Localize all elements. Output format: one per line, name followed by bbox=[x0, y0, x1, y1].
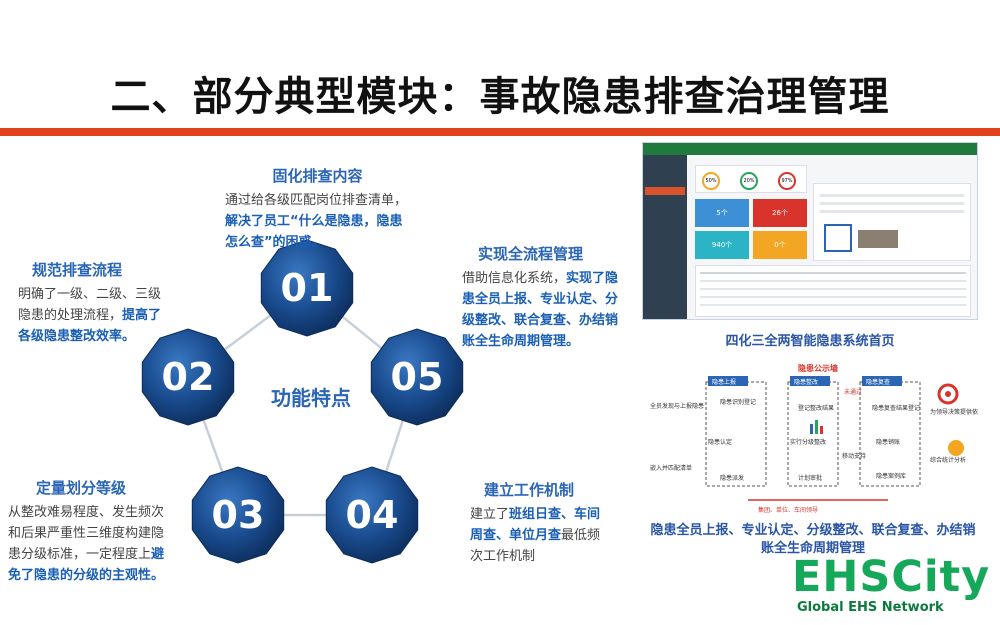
feature-node-number: 05 bbox=[391, 355, 444, 399]
svg-text:隐患复查: 隐患复查 bbox=[866, 378, 890, 386]
svg-text:登记整改结果: 登记整改结果 bbox=[798, 404, 834, 412]
svg-text:隐患派发: 隐患派发 bbox=[720, 474, 744, 482]
feature-node-5: 05 bbox=[370, 328, 464, 426]
svg-text:为领导决策提供依据: 为领导决策提供依据 bbox=[930, 408, 978, 416]
feature-5-text: 借助信息化系统， bbox=[462, 271, 567, 286]
feature-1-highlight: 解决了员工“什么是隐患，隐患怎么查”的困惑。 bbox=[225, 214, 403, 250]
svg-text:计划审批: 计划审批 bbox=[798, 474, 822, 482]
info-panel bbox=[813, 183, 971, 261]
feature-2-text: 明确了一级、二级、三级隐患的处理流程， bbox=[18, 287, 162, 323]
feature-3: 定量划分等级 从整改难易程度、发生频次和后果严重性三维度构建隐患分级标准，一定程… bbox=[8, 478, 168, 586]
feature-node-number: 01 bbox=[281, 266, 334, 310]
stat-tile: 940个 bbox=[695, 231, 749, 259]
svg-text:隐患认定: 隐患认定 bbox=[708, 438, 732, 446]
feature-4-highlight: 班组日查、车间周查、单位月查 bbox=[470, 507, 601, 543]
stat-tile: 26个 bbox=[753, 199, 807, 227]
flow-caption-line-2: 账全生命周期管理 bbox=[760, 541, 865, 556]
center-label: 功能特点 bbox=[271, 386, 351, 410]
pie-chart-icon bbox=[948, 440, 964, 456]
flow-col-1-tab bbox=[708, 376, 748, 386]
title-divider bbox=[0, 128, 1000, 136]
feature-node-number: 04 bbox=[346, 493, 399, 537]
system-homepage-screenshot: 50% 20% 97% 5个 26个 940个 0个 bbox=[642, 142, 978, 320]
flow-col-3-box bbox=[859, 381, 921, 487]
feature-3-text: 从整改难易程度、发生频次和后果严重性三维度构建隐患分级标准，一定程度上 bbox=[8, 505, 165, 562]
svg-text:综合统计分析: 综合统计分析 bbox=[930, 456, 966, 464]
record-table bbox=[695, 265, 971, 317]
flow-banner: 隐患公示墙 bbox=[798, 363, 838, 373]
flow-col-1-box bbox=[705, 381, 767, 487]
flow-col-3-tab bbox=[862, 376, 902, 386]
feature-2-highlight: 提高了各级隐患整改效率。 bbox=[18, 308, 162, 344]
feature-node-2: 02 bbox=[141, 328, 235, 426]
feature-2: 规范排查流程 明确了一级、二级、三级隐患的处理流程，提高了各级隐患整改效率。 bbox=[18, 260, 163, 347]
svg-text:移动支持: 移动支持 bbox=[842, 452, 866, 460]
feature-4-heading: 建立工作机制 bbox=[484, 481, 575, 499]
feature-5-heading: 实现全流程管理 bbox=[478, 245, 584, 263]
svg-text:未通过: 未通过 bbox=[844, 388, 862, 396]
flow-col-2-tab bbox=[790, 376, 830, 386]
bar-chart-icon bbox=[810, 424, 813, 434]
feature-5: 实现全流程管理 借助信息化系统，实现了隐患全员上报、专业认定、分级整改、联合复查… bbox=[462, 244, 622, 352]
feature-2-heading: 规范排查流程 bbox=[32, 261, 123, 279]
feature-3-highlight: 避免了隐患的分级的主观性。 bbox=[8, 547, 165, 583]
svg-text:隐患销账: 隐患销账 bbox=[876, 438, 900, 446]
svg-text:嵌入并匹配清单: 嵌入并匹配清单 bbox=[650, 464, 692, 472]
flow-bottom-label: 集团、单位、车间领导 bbox=[758, 506, 818, 514]
feature-1: 固化排查内容 通过给各级匹配岗位排查清单， 解决了员工“什么是隐患，隐患怎么查”的… bbox=[225, 166, 410, 253]
screenshot-caption: 四化三全两智能隐患系统首页 bbox=[725, 334, 895, 349]
sidebar-active-item bbox=[645, 187, 685, 195]
svg-text:隐患识别登记: 隐患识别登记 bbox=[720, 398, 756, 406]
svg-text:隐患整改: 隐患整改 bbox=[794, 378, 818, 386]
svg-text:隐患复查结果登记: 隐患复查结果登记 bbox=[872, 404, 920, 412]
flow-caption-line-1: 隐患全员上报、专业认定、分级整改、联合复查、办结销 bbox=[650, 523, 976, 538]
svg-text:全员发现与上报隐患: 全员发现与上报隐患 bbox=[650, 402, 704, 410]
target-icon bbox=[937, 383, 959, 405]
feature-4-pre: 建立了 bbox=[470, 507, 510, 522]
feature-4: 建立工作机制 建立了班组日查、车间周查、单位月查最低频次工作机制 bbox=[470, 480, 605, 567]
app-header-bar bbox=[643, 143, 977, 155]
feature-1-heading: 固化排查内容 bbox=[272, 167, 363, 185]
feature-3-heading: 定量划分等级 bbox=[36, 479, 127, 497]
stat-tile: 5个 bbox=[695, 199, 749, 227]
hazard-flow-diagram: 隐患公示墙 隐患上报 隐患整改 隐患复查 全员发现与上报隐患 隐患识别登记 隐患… bbox=[650, 363, 978, 514]
pct-panel: 50% 20% 97% bbox=[695, 165, 807, 193]
svg-text:隐患案例库: 隐患案例库 bbox=[876, 472, 906, 480]
app-sidebar bbox=[643, 155, 687, 319]
feature-diagram: 01 02 03 04 05 功能特点 bbox=[141, 239, 464, 564]
ehscity-logo: EHSCity bbox=[792, 552, 991, 602]
stat-tile: 0个 bbox=[753, 231, 807, 259]
flow-caption: 隐患全员上报、专业认定、分级整改、联合复查、办结销 账全生命周期管理 bbox=[648, 522, 978, 558]
feature-node-4: 04 bbox=[325, 466, 419, 564]
feature-4-post: 最低频次工作机制 bbox=[470, 528, 601, 564]
svg-text:实行分级整改: 实行分级整改 bbox=[790, 438, 826, 446]
feature-node-1: 01 bbox=[260, 239, 354, 337]
feature-1-text: 通过给各级匹配岗位排查清单， bbox=[225, 193, 408, 208]
feature-node-number: 02 bbox=[162, 355, 215, 399]
ehscity-logo-subtitle: Global EHS Network bbox=[797, 600, 944, 615]
page-title: 二、部分典型模块：事故隐患排查治理管理 bbox=[110, 74, 890, 120]
svg-text:隐患上报: 隐患上报 bbox=[712, 378, 736, 386]
feature-node-3: 03 bbox=[191, 466, 285, 564]
feature-5-highlight: 实现了隐患全员上报、专业认定、分级整改、联合复查、办结销账全生命周期管理。 bbox=[462, 271, 619, 349]
feature-node-number: 03 bbox=[212, 493, 265, 537]
